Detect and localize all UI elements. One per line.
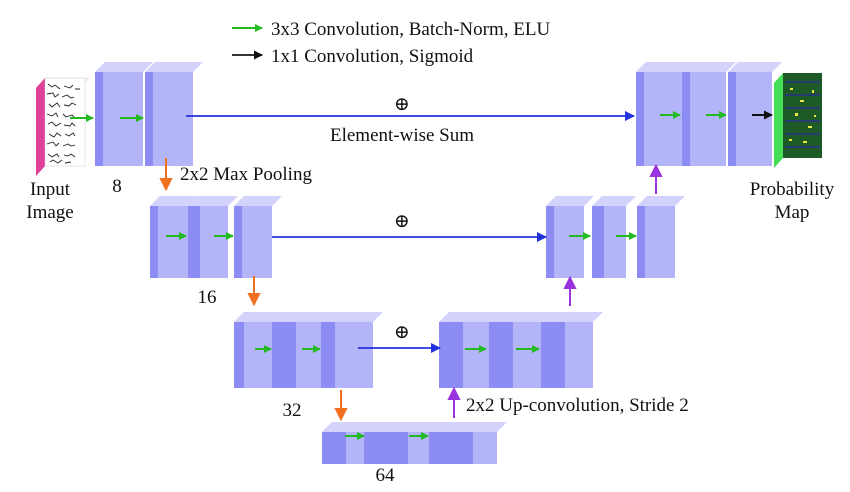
feature-map-block — [637, 196, 685, 278]
sum-symbol: ⊕ — [394, 94, 410, 115]
upconv-label: 2x2 Up-convolution, Stride 2 — [466, 395, 689, 416]
feature-map-block — [321, 312, 383, 388]
max-pooling-label: 2x2 Max Pooling — [180, 164, 312, 185]
legend-conv-text: 3x3 Convolution, Batch-Norm, ELU — [271, 19, 550, 40]
elementwise-sum-label: Element-wise Sum — [330, 125, 474, 146]
probability-map — [774, 73, 822, 168]
feature-map-block — [364, 422, 442, 464]
feature-map-block — [636, 62, 692, 166]
sum-symbol: ⊕ — [394, 322, 410, 343]
feature-map-block — [234, 196, 282, 278]
feature-map-block — [95, 62, 153, 166]
feature-map-block — [489, 312, 551, 388]
input-scribbles — [46, 83, 80, 164]
conv-arrows — [70, 111, 727, 440]
channels-level4: 64 — [376, 465, 396, 486]
feature-map-block — [541, 312, 603, 388]
output-label-line1: Probability — [750, 179, 835, 200]
pool-arrows — [159, 158, 348, 422]
legend-sigmoid-text: 1x1 Convolution, Sigmoid — [271, 46, 474, 67]
feature-map-block — [145, 62, 203, 166]
channels-level1: 8 — [112, 176, 122, 197]
input-image — [35, 77, 90, 176]
feature-map-block — [188, 196, 238, 278]
feature-map-block — [429, 422, 507, 464]
sum-symbol: ⊕ — [394, 211, 410, 232]
output-label-line2: Map — [775, 202, 810, 223]
feature-map-block — [546, 196, 594, 278]
feature-map-block — [682, 62, 736, 166]
skip-connections — [186, 111, 635, 353]
feature-map-block — [439, 312, 501, 388]
feature-map-block — [150, 196, 198, 278]
legend: 3x3 Convolution, Batch-Norm, ELU 1x1 Con… — [232, 19, 550, 67]
channels-level2: 16 — [198, 287, 217, 308]
input-label-line2: Image — [26, 202, 73, 223]
feature-map-block — [272, 312, 334, 388]
feature-map-block — [592, 196, 636, 278]
upconv-arrows — [447, 163, 663, 418]
channels-level3: 32 — [283, 400, 302, 421]
input-label-line1: Input — [30, 179, 71, 200]
